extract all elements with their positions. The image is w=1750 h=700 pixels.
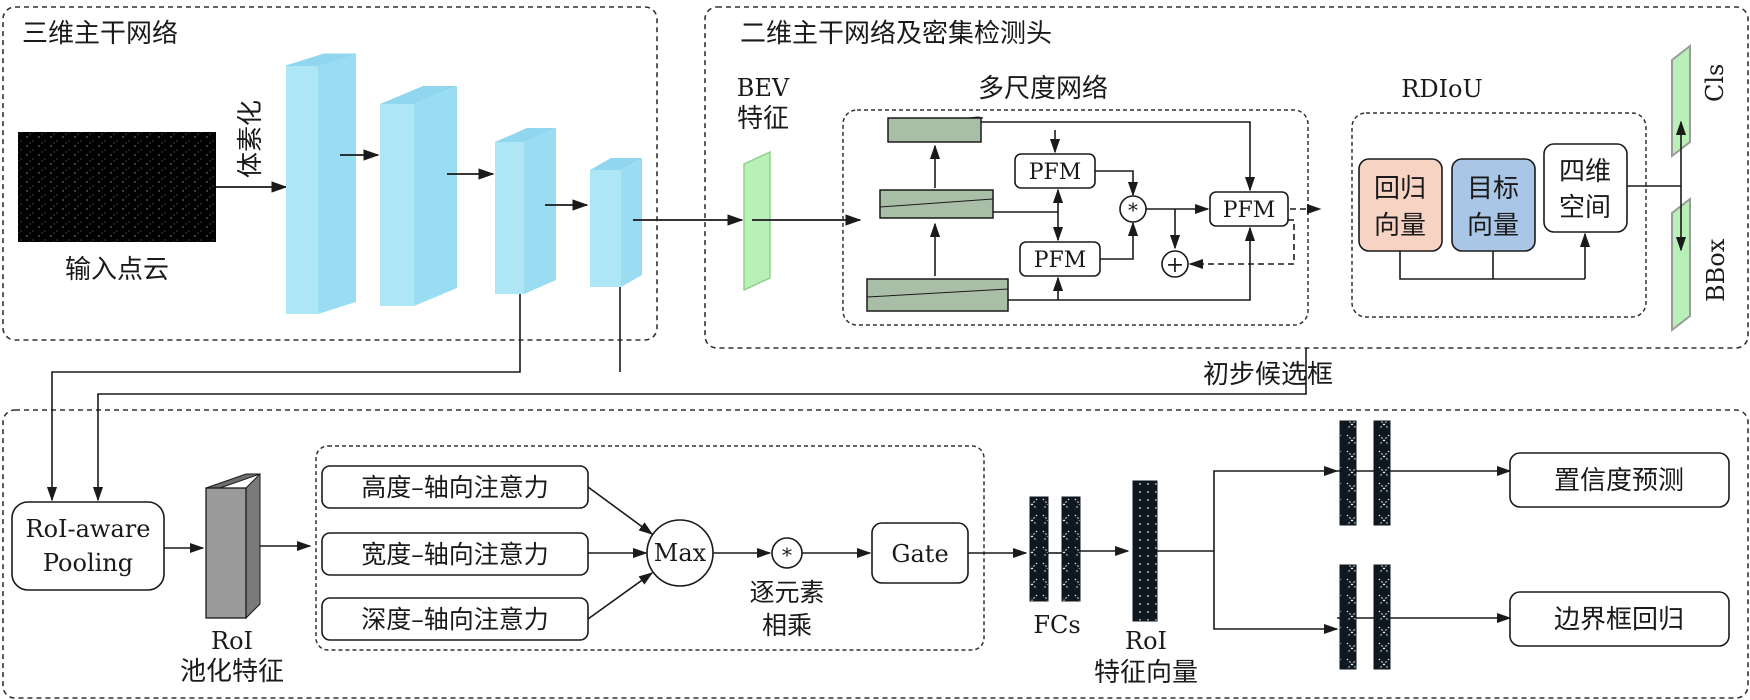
multiscale-network-box xyxy=(842,109,1309,326)
height-attention-box: 高度–轴向注意力 xyxy=(321,465,589,509)
bev-feature-plane xyxy=(743,150,771,292)
voxel-3-to-pooling xyxy=(46,294,521,502)
cls-label: Cls xyxy=(1701,64,1729,102)
svg-text:向量: 向量 xyxy=(1467,211,1519,241)
conf-fc-bar-2 xyxy=(1373,420,1391,526)
roi-feat-label-1: RoI xyxy=(211,627,253,655)
svg-text:四维: 四维 xyxy=(1559,157,1611,187)
title-3d-backbone: 三维主干网络 xyxy=(22,19,178,49)
svg-text:RoI-aware: RoI-aware xyxy=(26,515,151,543)
bbox-label: BBox xyxy=(1702,238,1730,302)
box-fc-bar-1 xyxy=(1339,564,1357,670)
roi-vec-label-2: 特征向量 xyxy=(1094,658,1198,688)
depth-attention-box: 深度–轴向注意力 xyxy=(321,597,589,641)
voxel-block-3 xyxy=(495,128,556,294)
panel-refine xyxy=(2,409,1749,699)
svg-text:置信度预测: 置信度预测 xyxy=(1554,466,1684,496)
rdiou-title: RDIoU xyxy=(1401,75,1482,103)
roi-vec-label-1: RoI xyxy=(1125,627,1167,655)
fcs-label: FCs xyxy=(1033,611,1080,639)
svg-text:*: * xyxy=(1128,198,1138,222)
svg-text:目标: 目标 xyxy=(1467,174,1519,204)
svg-text:深度–轴向注意力: 深度–轴向注意力 xyxy=(361,605,549,634)
svg-text:高度–轴向注意力: 高度–轴向注意力 xyxy=(361,473,549,502)
svg-text:*: * xyxy=(782,543,792,567)
svg-text:回归: 回归 xyxy=(1374,174,1426,204)
roi-aware-pooling-box: RoI-aware Pooling xyxy=(11,501,165,591)
regression-vector-box: 回归 向量 xyxy=(1358,158,1443,252)
svg-text:Gate: Gate xyxy=(891,540,948,568)
roi-feat-label-2: 池化特征 xyxy=(180,657,284,687)
elementwise-label-2: 相乘 xyxy=(762,611,812,640)
svg-text:+: + xyxy=(1166,253,1184,278)
pfm-box-right: PFM xyxy=(1209,191,1289,227)
roi-pooled-feature-block xyxy=(205,472,261,620)
multiply-node: * xyxy=(1119,195,1147,223)
box-regression-box: 边界框回归 xyxy=(1509,591,1730,647)
fc-bar-1 xyxy=(1029,496,1049,602)
rdiou-box xyxy=(1351,112,1647,318)
input-point-cloud-image xyxy=(18,132,216,242)
pfm-box-top: PFM xyxy=(1014,153,1096,189)
four-d-space-box: 四维 空间 xyxy=(1543,143,1628,233)
svg-text:空间: 空间 xyxy=(1559,193,1611,223)
svg-text:PFM: PFM xyxy=(1223,198,1276,223)
box-fc-bar-2 xyxy=(1373,564,1391,670)
feature-block-middle xyxy=(879,189,994,219)
voxel-block-2 xyxy=(380,86,457,306)
pfm-box-bottom: PFM xyxy=(1019,241,1101,277)
svg-text:向量: 向量 xyxy=(1374,211,1426,241)
axial-attention-box xyxy=(315,445,985,651)
proposal-label: 初步候选框 xyxy=(1203,360,1333,390)
title-2d-head: 二维主干网络及密集检测头 xyxy=(740,19,1052,49)
feature-block-bottom xyxy=(866,278,1009,312)
fc-bar-2 xyxy=(1061,496,1081,602)
max-node: Max xyxy=(646,519,714,587)
multiscale-title: 多尺度网络 xyxy=(978,74,1108,104)
add-node: + xyxy=(1161,250,1189,278)
svg-text:宽度–轴向注意力: 宽度–轴向注意力 xyxy=(361,540,549,569)
input-cloud-label: 输入点云 xyxy=(65,255,169,285)
gate-box: Gate xyxy=(871,522,969,584)
elementwise-label-1: 逐元素 xyxy=(749,578,824,607)
target-vector-box: 目标 向量 xyxy=(1451,158,1536,252)
svg-text:PFM: PFM xyxy=(1034,248,1087,273)
width-attention-box: 宽度–轴向注意力 xyxy=(321,532,589,576)
svg-text:边界框回归: 边界框回归 xyxy=(1554,605,1684,635)
voxelize-label: 体素化 xyxy=(236,100,266,178)
confidence-prediction-box: 置信度预测 xyxy=(1509,452,1730,508)
svg-text:PFM: PFM xyxy=(1029,160,1082,185)
conf-fc-bar-1 xyxy=(1339,420,1357,526)
voxel-block-1 xyxy=(285,53,357,314)
feature-block-top xyxy=(887,116,984,143)
elementwise-multiply-node: * xyxy=(771,537,803,569)
panel-2d-head xyxy=(704,6,1749,349)
bev-label-line1: BEV xyxy=(737,74,790,102)
svg-text:Max: Max xyxy=(654,539,707,567)
bev-label-line2: 特征 xyxy=(737,104,789,134)
bbox-plane xyxy=(1671,196,1691,333)
panel-3d-backbone xyxy=(2,6,658,341)
proposal-path xyxy=(92,348,1307,502)
svg-text:Pooling: Pooling xyxy=(43,549,133,577)
voxel-block-4 xyxy=(590,158,642,287)
roi-feature-vector-bar xyxy=(1132,480,1158,622)
